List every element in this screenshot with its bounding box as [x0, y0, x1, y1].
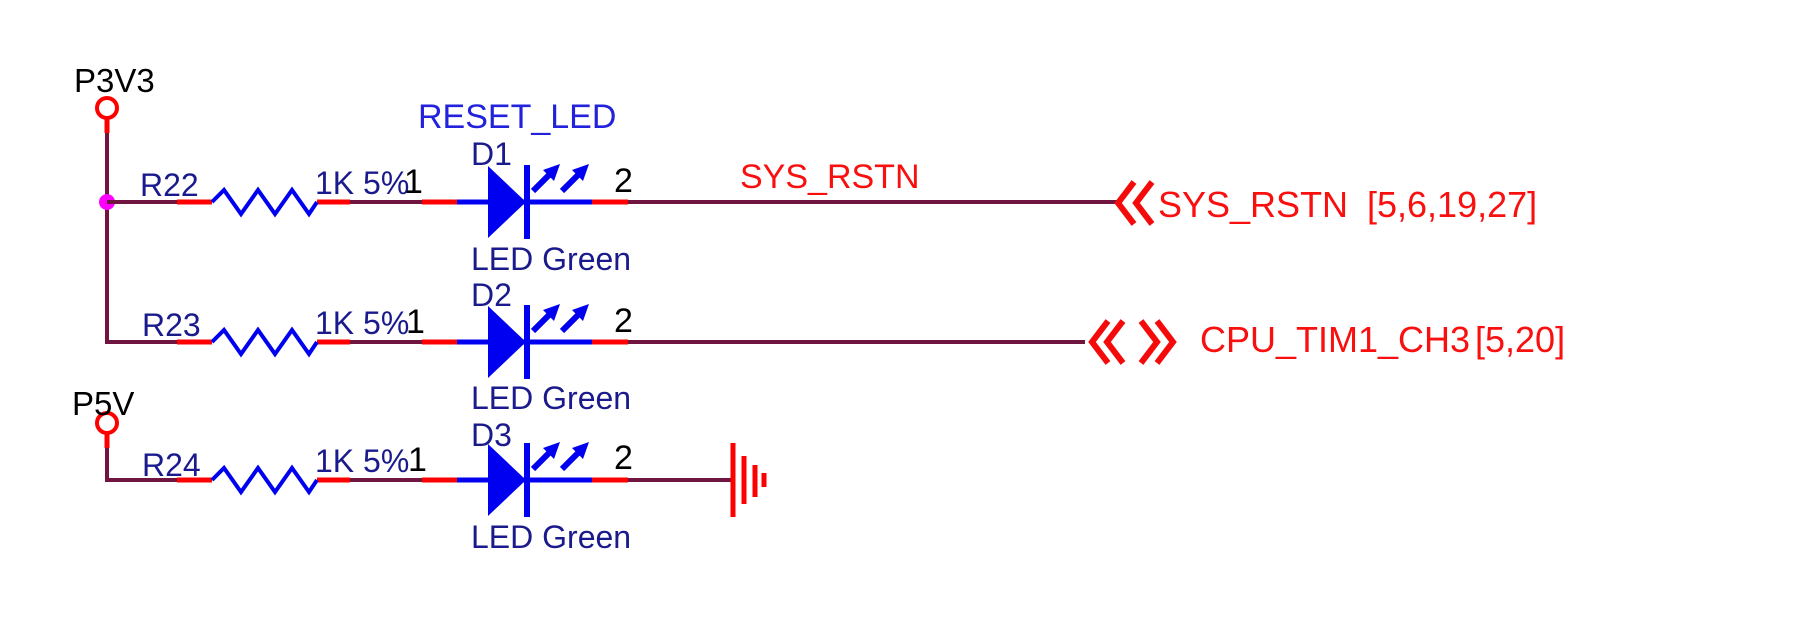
resistor-icon[interactable] — [177, 186, 350, 218]
resistor-value[interactable]: 1K 5% — [315, 165, 410, 201]
net-name-label[interactable]: SYS_RSTN — [740, 158, 920, 196]
resistor-icon[interactable] — [177, 326, 350, 358]
power-terminal-icon[interactable] — [95, 411, 119, 448]
led-icon[interactable] — [422, 304, 628, 379]
offpage-connector-left-icon[interactable] — [1114, 180, 1155, 226]
offpage-connector-label[interactable]: SYS_RSTN — [1158, 184, 1349, 225]
led-icon[interactable] — [422, 442, 628, 517]
pin-number: 2 — [614, 439, 633, 477]
diode-value[interactable]: LED Green — [471, 380, 632, 416]
resistor-ref[interactable]: R23 — [142, 307, 201, 343]
power-net-label[interactable]: P5V — [72, 385, 135, 422]
diode-value[interactable]: LED Green — [471, 241, 632, 277]
page-references: [5,20] — [1475, 319, 1566, 360]
power-terminal-icon[interactable] — [95, 96, 119, 133]
diode-ref[interactable]: D3 — [471, 417, 512, 453]
resistor-ref[interactable]: R24 — [142, 447, 201, 483]
diode-ref[interactable]: D2 — [471, 277, 512, 313]
pin-number: 2 — [614, 302, 633, 340]
led-icon[interactable] — [422, 164, 628, 239]
page-references: [5,6,19,27] — [1367, 184, 1538, 225]
offpage-connector-label[interactable]: CPU_TIM1_CH3 — [1200, 319, 1471, 360]
pin-number: 1 — [404, 163, 423, 201]
resistor-ref[interactable]: R22 — [140, 167, 199, 203]
pin-number: 2 — [614, 162, 633, 200]
pin-number: 1 — [406, 303, 425, 341]
offpage-connector-bidir-icon[interactable] — [1088, 319, 1177, 365]
resistor-value[interactable]: 1K 5% — [315, 443, 410, 479]
group-label[interactable]: RESET_LED — [418, 98, 617, 136]
diode-ref[interactable]: D1 — [471, 136, 512, 172]
power-net-label[interactable]: P3V3 — [74, 62, 155, 99]
pin-number: 1 — [408, 441, 427, 479]
diode-value[interactable]: LED Green — [471, 519, 632, 555]
resistor-value[interactable]: 1K 5% — [315, 305, 410, 341]
ground-icon[interactable] — [730, 443, 767, 517]
resistor-icon[interactable] — [177, 464, 350, 496]
